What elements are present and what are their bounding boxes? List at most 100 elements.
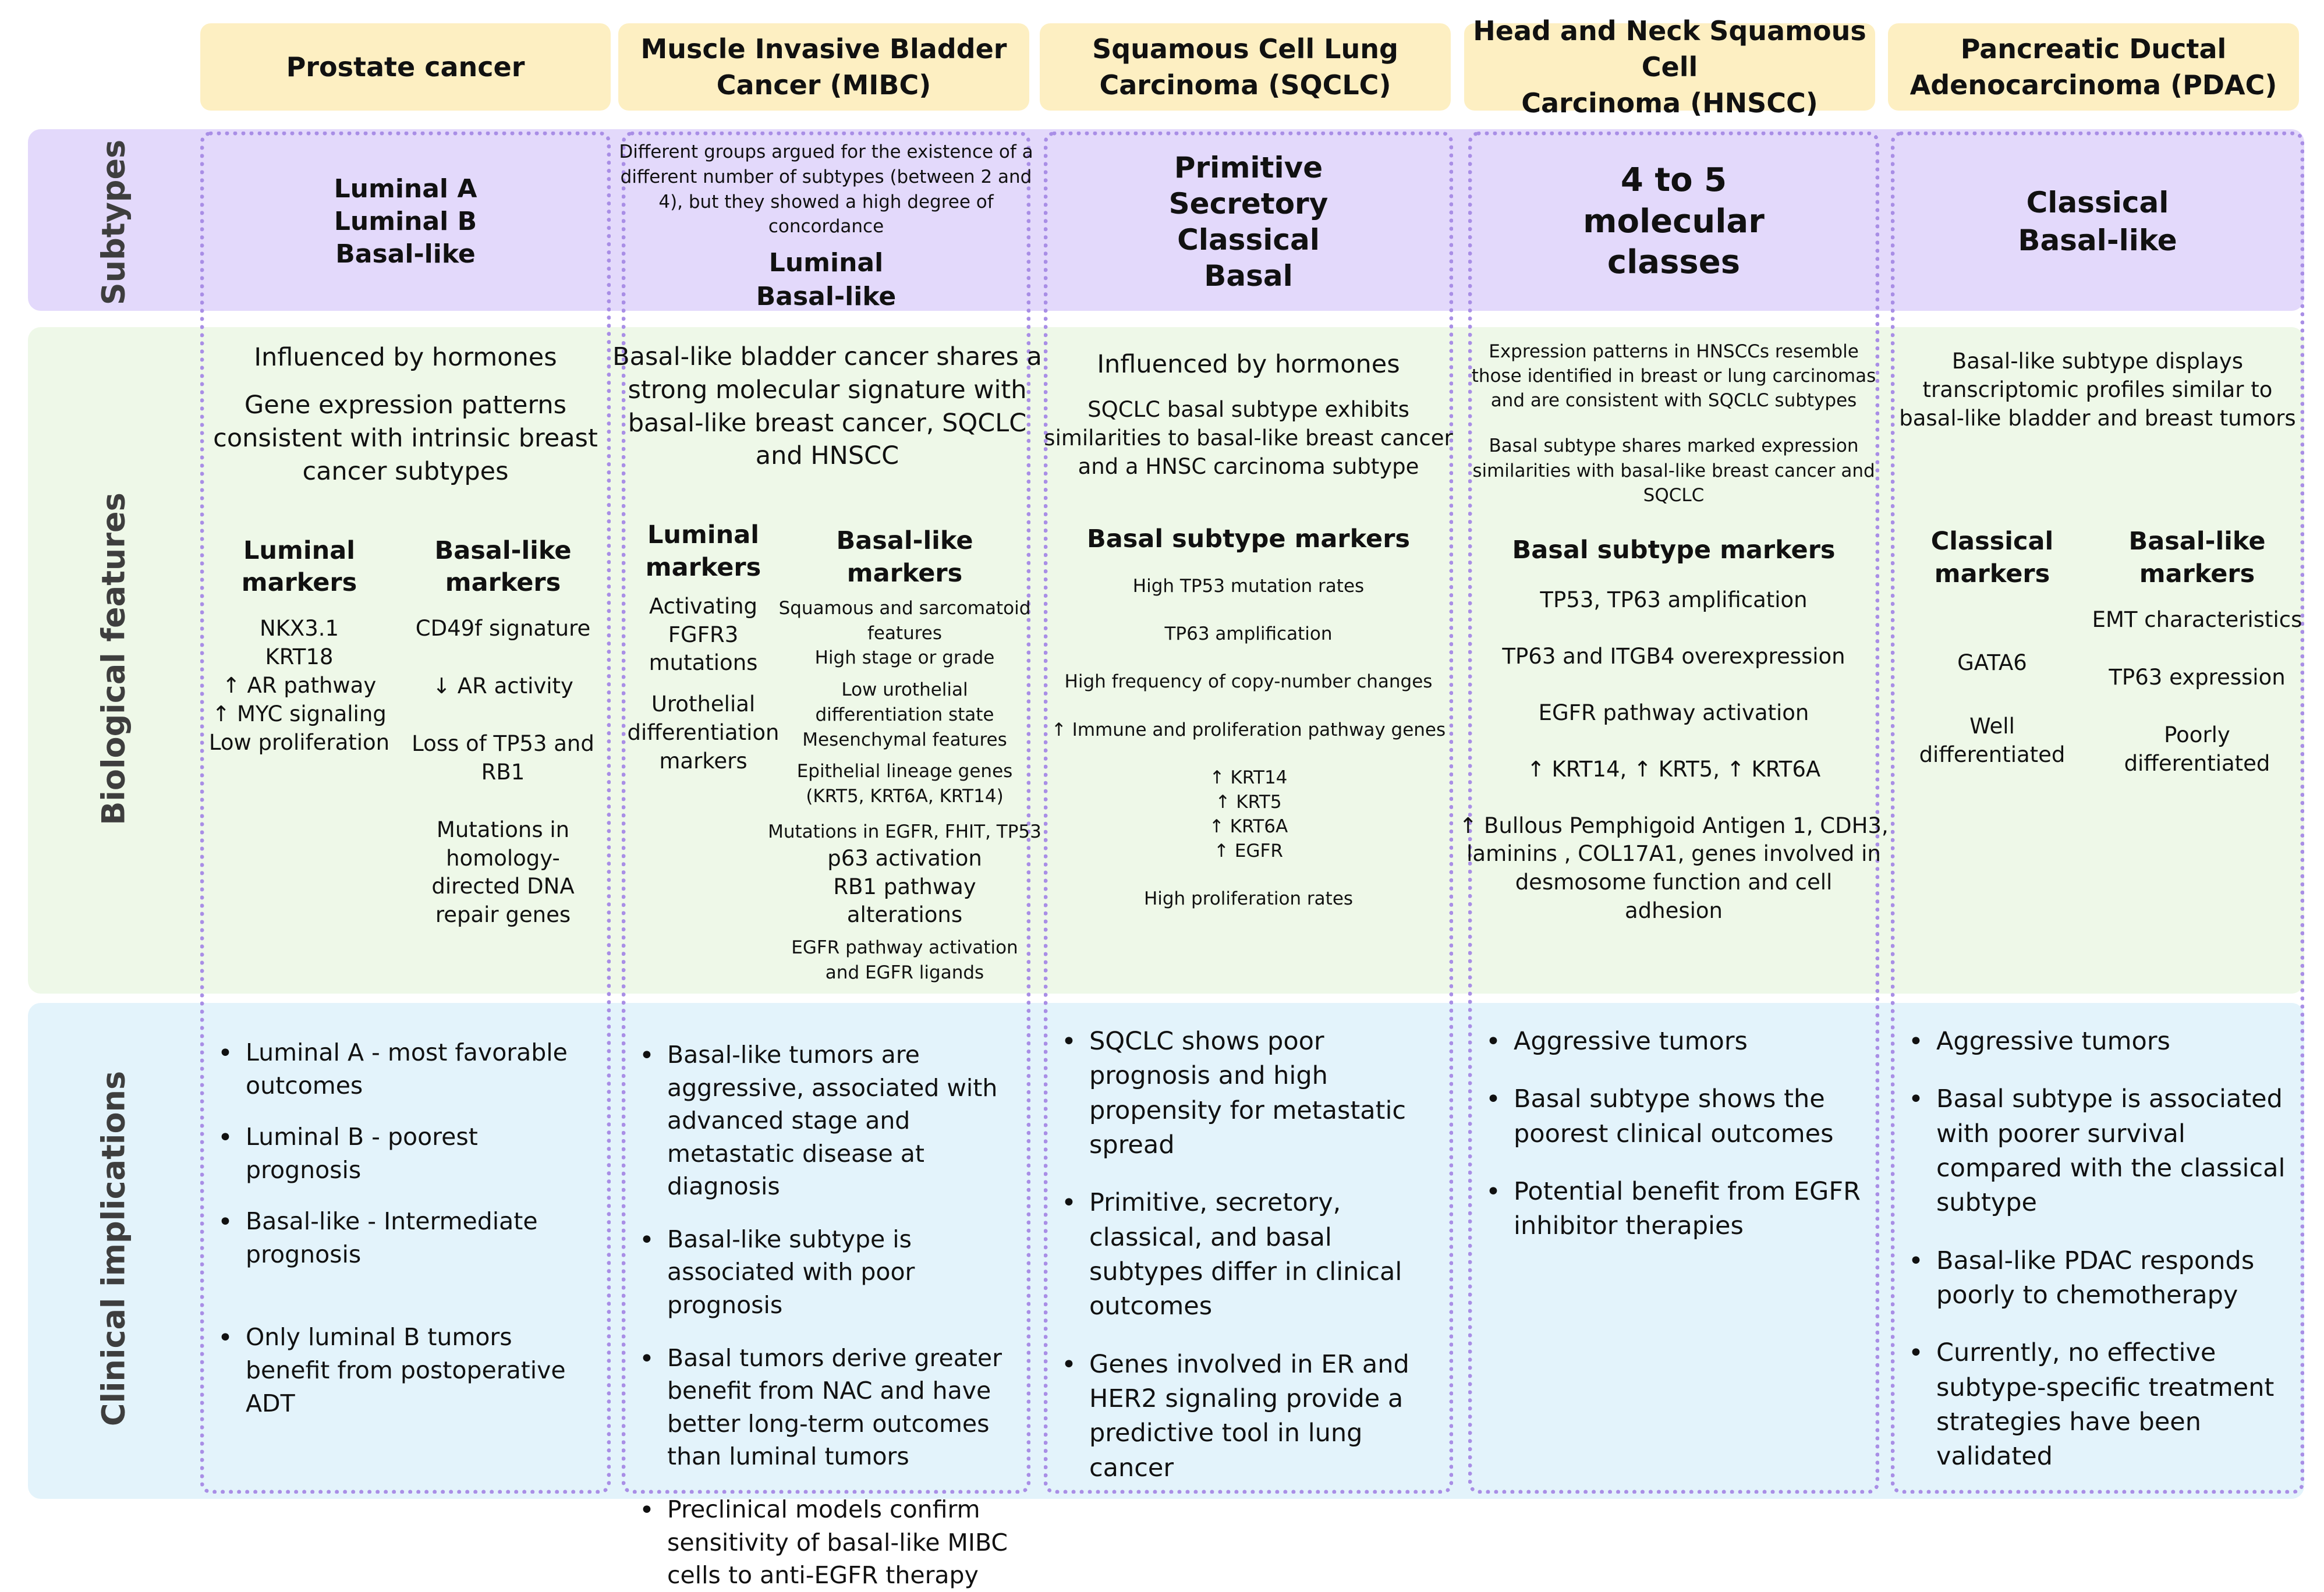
- marker-title: Basal-like markers: [434, 536, 572, 598]
- clinical-item: Basal-like - Intermediate prognosis: [218, 1205, 599, 1271]
- clinical-item: Basal-like subtype is associated with po…: [639, 1223, 1022, 1322]
- subtypes-hnscc: 4 to 5 molecular classes: [1468, 133, 1879, 311]
- clinical-sqclc: SQCLC shows poor prognosis and high prop…: [1044, 1013, 1453, 1496]
- subtype-name: Secretory: [1168, 187, 1328, 221]
- marker-title: Basal subtype markers: [1086, 524, 1411, 554]
- clinical-item: SQCLC shows poor prognosis and high prop…: [1061, 1024, 1441, 1162]
- marker-items: Activating FGFR3 mutations Urothelial di…: [627, 593, 780, 774]
- classical-markers: Classical markers GATA6 Well differentia…: [1893, 526, 2091, 778]
- column-outline-pdac: [1891, 132, 2304, 1494]
- biological-features-row-band: [28, 327, 2304, 994]
- clinical-item: Currently, no effective subtype-specific…: [1908, 1336, 2298, 1474]
- marker-items: p63 activation RB1 pathway alterations: [827, 845, 982, 928]
- subtype-name: Luminal A: [334, 174, 477, 204]
- clinical-item: Genes involved in ER and HER2 signaling …: [1061, 1348, 1441, 1485]
- bio-intro: SQCLC basal subtype exhibits similaritie…: [1044, 397, 1453, 479]
- subtypes-mibc: Different groups argued for the existenc…: [619, 133, 1033, 312]
- row-label-biological-features: Biological features: [95, 492, 132, 825]
- subtype-name: 4 to 5: [1620, 161, 1727, 200]
- clinical-item: Luminal A - most favorable outcomes: [218, 1036, 599, 1102]
- subtypes-note: Different groups argued for the existenc…: [619, 141, 1033, 237]
- row-label-clinical-implications: Clinical implications: [95, 1070, 132, 1427]
- subtype-name: classes: [1607, 243, 1741, 282]
- bio-intro: Influenced by hormones: [254, 343, 557, 372]
- subtypes-pdac: Classical Basal-like: [1891, 133, 2304, 311]
- bio-intro: Expression patterns in HNSCCs resemble t…: [1471, 341, 1876, 412]
- marker-items: Squamous and sarcomatoid features High s…: [768, 597, 1041, 842]
- subtype-name: Basal: [1204, 259, 1293, 293]
- subtype-name: Classical: [2026, 186, 2169, 219]
- clinical-item: Aggressive tumors: [1486, 1024, 1868, 1060]
- clinical-item: Basal-like PDAC responds poorly to chemo…: [1908, 1244, 2298, 1313]
- marker-title: Basal subtype markers: [1512, 535, 1836, 565]
- column-outline-prostate: [200, 132, 611, 1494]
- marker-items: NKX3.1 KRT18 ↑ AR pathway ↑ MYC signalin…: [208, 616, 390, 755]
- luminal-markers: Luminal markers Activating FGFR3 mutatio…: [627, 519, 780, 985]
- subtypes-sqclc: Primitive Secretory Classical Basal: [1044, 133, 1453, 311]
- marker-items: EMT characteristics TP63 expression Poor…: [2092, 607, 2302, 776]
- marker-title: Luminal markers: [241, 536, 357, 598]
- clinical-item: Aggressive tumors: [1908, 1024, 2298, 1060]
- clinical-item: Basal tumors derive greater benefit from…: [639, 1342, 1022, 1473]
- bio-intro: Basal-like bladder cancer shares a stron…: [612, 342, 1042, 471]
- clinical-list: SQCLC shows poor prognosis and high prop…: [1061, 1024, 1441, 1485]
- subtype-name: Basal-like: [2018, 224, 2177, 257]
- clinical-item: Potential benefit from EGFR inhibitor th…: [1486, 1175, 1868, 1244]
- clinical-list: Aggressive tumors Basal subtype is assoc…: [1908, 1024, 2298, 1474]
- clinical-hnscc: Aggressive tumors Basal subtype shows th…: [1468, 1013, 1879, 1496]
- basal-like-markers: Basal-like markers CD49f signature ↓ AR …: [407, 535, 599, 930]
- bio-intro: Basal subtype shares marked expression s…: [1472, 435, 1875, 506]
- bio-mibc: Basal-like bladder cancer shares a stron…: [612, 329, 1042, 992]
- clinical-item: Primitive, secretory, classical, and bas…: [1061, 1186, 1441, 1324]
- bio-intro: Basal-like subtype displays transcriptom…: [1899, 349, 2296, 431]
- header-prostate-cancer: Prostate cancer: [200, 23, 611, 111]
- clinical-mibc: Basal-like tumors are aggressive, associ…: [622, 1013, 1030, 1589]
- subtype-name: Basal-like: [335, 239, 476, 269]
- marker-title: Luminal markers: [645, 520, 761, 582]
- marker-items: High TP53 mutation rates TP63 amplificat…: [1051, 576, 1446, 910]
- subtypes-prostate: Luminal A Luminal B Basal-like: [200, 133, 611, 311]
- column-outline-hnscc: [1468, 132, 1879, 1494]
- marker-items: TP53, TP63 amplification TP63 and ITGB4 …: [1459, 587, 1889, 924]
- clinical-item: Only luminal B tumors benefit from posto…: [218, 1321, 599, 1420]
- clinical-list: Aggressive tumors Basal subtype shows th…: [1486, 1024, 1868, 1244]
- clinical-item: Basal subtype shows the poorest clinical…: [1486, 1082, 1868, 1151]
- clinical-prostate: Luminal A - most favorable outcomes Lumi…: [200, 1013, 611, 1496]
- subtype-name: Primitive: [1174, 151, 1323, 185]
- marker-title: Basal-like markers: [2128, 527, 2266, 589]
- basal-like-markers: Basal-like markers Squamous and sarcomat…: [768, 519, 1041, 985]
- bio-intro: Influenced by hormones: [1097, 350, 1400, 379]
- subtype-name: Luminal: [768, 248, 884, 278]
- marker-title: Classical markers: [1930, 527, 2054, 589]
- marker-title: Basal-like markers: [836, 526, 973, 588]
- subtype-name: Basal-like: [756, 282, 897, 312]
- bio-pdac: Basal-like subtype displays transcriptom…: [1891, 329, 2304, 992]
- bio-sqclc: Influenced by hormones SQCLC basal subty…: [1044, 329, 1453, 992]
- row-label-subtypes: Subtypes: [95, 139, 132, 306]
- clinical-item: Basal-like tumors are aggressive, associ…: [639, 1038, 1022, 1203]
- clinical-item: Basal subtype is associated with poorer …: [1908, 1082, 2298, 1220]
- column-outline-sqclc: [1044, 132, 1453, 1494]
- subtype-name: molecular: [1583, 202, 1765, 240]
- subtype-name: Luminal B: [334, 207, 477, 237]
- luminal-markers: Luminal markers NKX3.1 KRT18 ↑ AR pathwa…: [208, 535, 390, 930]
- clinical-pdac: Aggressive tumors Basal subtype is assoc…: [1891, 1013, 2304, 1496]
- subtype-name: Classical: [1177, 223, 1320, 257]
- clinical-item: Luminal B - poorest prognosis: [218, 1121, 599, 1186]
- column-outline-mibc: [622, 132, 1030, 1494]
- bio-intro: Gene expression patterns consistent with…: [213, 391, 598, 486]
- clinical-list: Basal-like tumors are aggressive, associ…: [639, 1038, 1022, 1592]
- basal-like-markers: Basal-like markers EMT characteristics T…: [2092, 526, 2302, 778]
- bio-hnscc: Expression patterns in HNSCCs resemble t…: [1459, 329, 1888, 992]
- clinical-list: Luminal A - most favorable outcomes Lumi…: [218, 1036, 599, 1420]
- subtypes-row-band: [28, 129, 2304, 311]
- clinical-item: Preclinical models confirm sensitivity o…: [639, 1493, 1022, 1592]
- marker-items: GATA6 Well differentiated: [1919, 650, 2066, 767]
- marker-items: CD49f signature ↓ AR activity Loss of TP…: [412, 616, 594, 928]
- marker-items: EGFR pathway activation and EGFR ligands: [791, 937, 1018, 983]
- bio-prostate: Influenced by hormones Gene expression p…: [200, 329, 611, 992]
